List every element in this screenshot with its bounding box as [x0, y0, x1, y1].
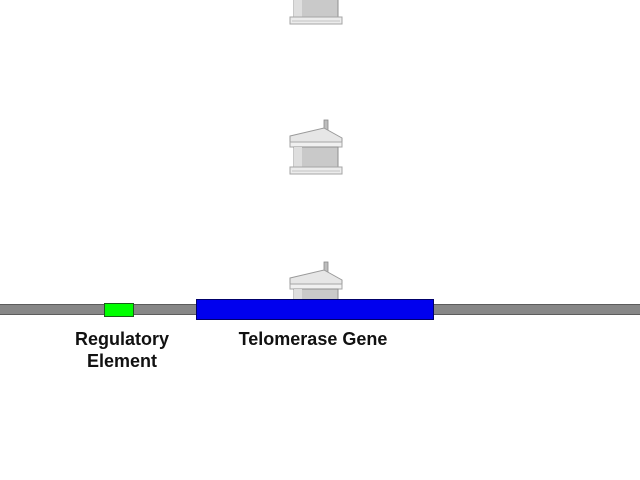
protein-molecule-icon-middle	[289, 119, 343, 175]
regulatory-label-line-1: Regulatory	[74, 329, 170, 349]
telomerase-gene-label: Telomerase Gene	[238, 329, 388, 349]
protein-molecule-icon-bound	[289, 261, 343, 302]
regulatory-element-block	[104, 303, 134, 317]
regulatory-element-label: Regulatory Element	[52, 328, 192, 372]
protein-molecule-icon-top	[289, 0, 343, 25]
telomerase-gene-block	[196, 299, 434, 320]
regulatory-label-line-2: Element	[86, 351, 158, 371]
